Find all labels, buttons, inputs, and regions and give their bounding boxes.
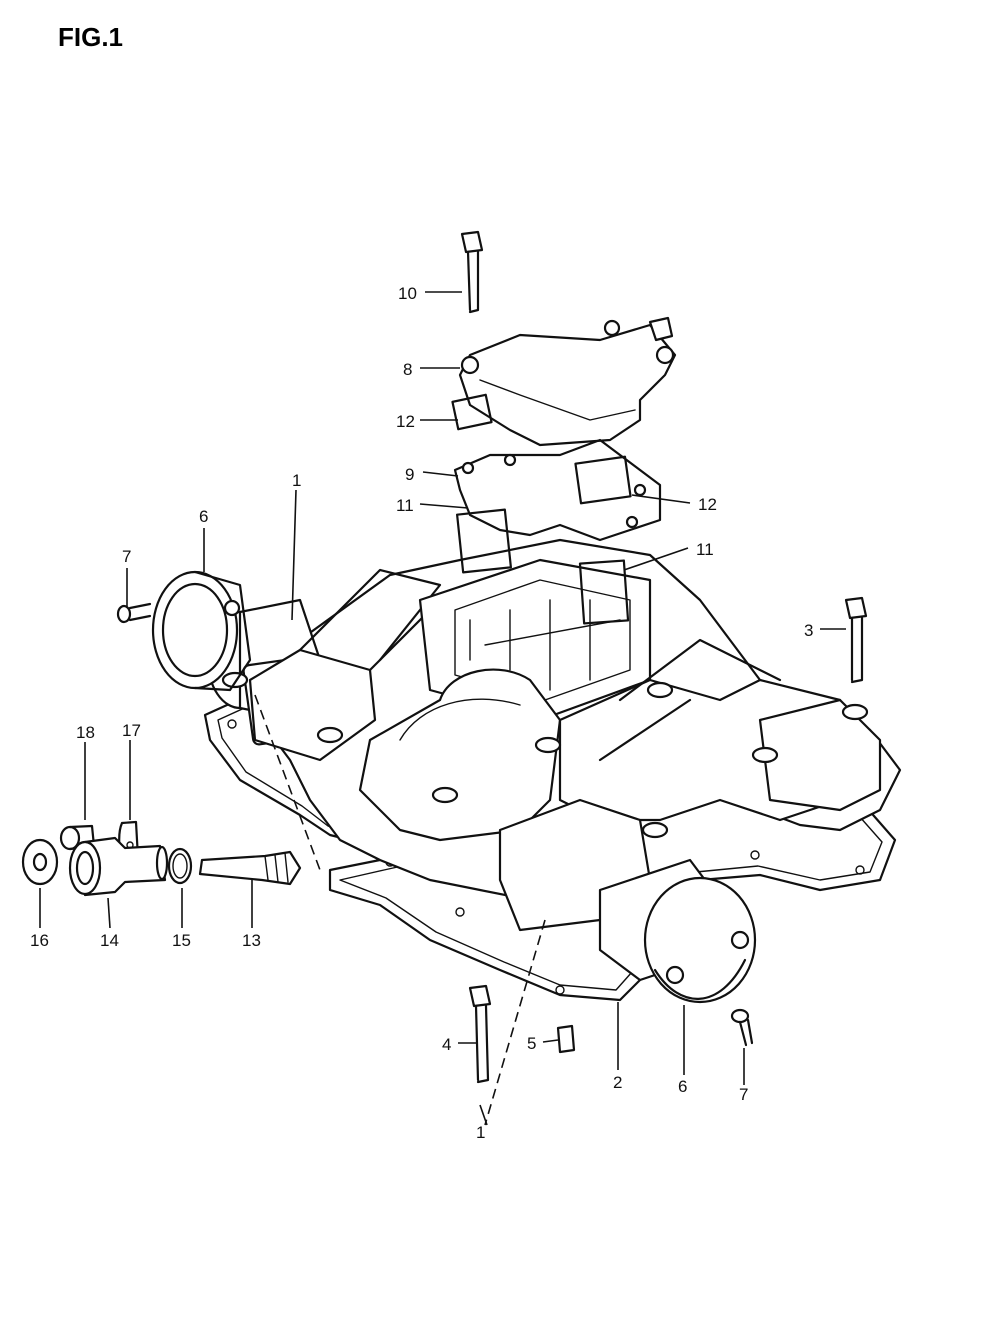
callout-3: 3: [804, 621, 813, 640]
callout-12-right: 12: [698, 495, 717, 514]
callout-11-left: 11: [396, 496, 414, 515]
screw-7-right: [730, 1008, 754, 1047]
sleeve-14: [68, 836, 169, 897]
callout-6-right: 6: [678, 1077, 687, 1096]
callout-18: 18: [76, 723, 95, 742]
assembly-line-1-bottom: [484, 919, 546, 1126]
callout-16: 16: [30, 931, 49, 950]
callout-10: 10: [398, 284, 417, 303]
callout-15: 15: [172, 931, 191, 950]
screw-7-left: [116, 602, 152, 624]
sponge-elements: [451, 393, 632, 625]
figure-title: FIG.1: [58, 22, 123, 52]
bolt-4: [468, 984, 492, 1084]
callout-8: 8: [403, 360, 412, 379]
seal-16: [21, 838, 59, 886]
o-ring-15: [167, 847, 193, 885]
end-cap-6-right: [643, 876, 757, 1004]
callout-12-upper: 12: [396, 412, 415, 431]
callout-2: 2: [613, 1073, 622, 1092]
callout-11-right: 11: [696, 540, 714, 559]
callout-1-top: 1: [292, 471, 301, 490]
callout-9: 9: [405, 465, 414, 484]
callout-7-right: 7: [739, 1085, 748, 1104]
callout-4: 4: [442, 1035, 451, 1054]
bolt-10: [460, 230, 484, 314]
callout-5: 5: [527, 1034, 536, 1053]
callout-1-bottom: 1: [476, 1123, 485, 1142]
sponge-11-right: [578, 559, 630, 625]
callout-17: 17: [122, 721, 141, 740]
bolt-3: [844, 596, 868, 684]
callout-13: 13: [242, 931, 261, 950]
callout-14: 14: [100, 931, 119, 950]
filter-cover: [458, 316, 677, 447]
gear-shaft-13: [198, 850, 302, 886]
sponge-12-upper: [451, 393, 493, 431]
sponge-11-left: [456, 508, 512, 574]
callout-6-left: 6: [199, 507, 208, 526]
main-housing: [206, 538, 902, 982]
sponge-12-right: [574, 455, 632, 505]
callout-labels: 10 8 12 9 11 12 11 1 6 7 3 18 17 16 14 1…: [30, 284, 813, 1142]
filter-gasket: [453, 438, 662, 542]
end-cap-6-left: [151, 570, 252, 692]
leader-lines: [39, 291, 846, 1126]
callout-7-left: 7: [122, 547, 131, 566]
dowel-5: [556, 1024, 576, 1054]
